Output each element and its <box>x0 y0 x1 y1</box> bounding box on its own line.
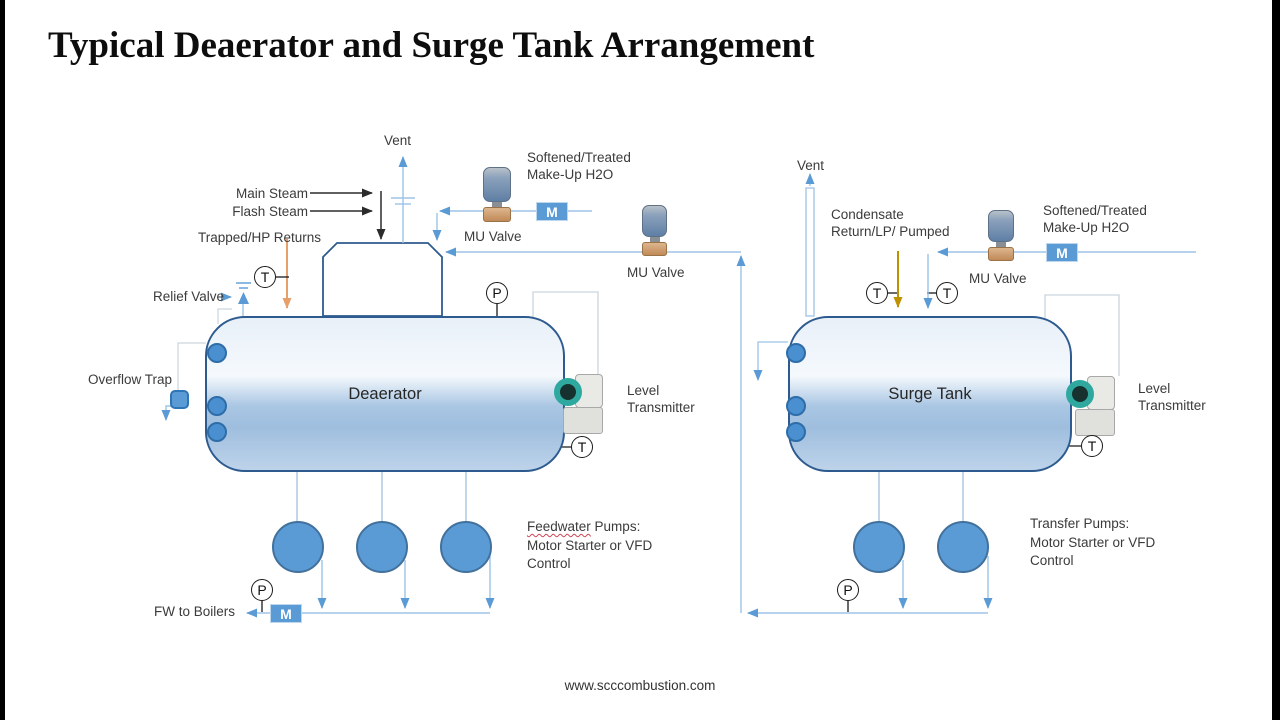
surge-mu-valve-device <box>988 210 1014 261</box>
relief-valve-label: Relief Valve <box>153 289 225 304</box>
makeup-line2: Make-Up H2O <box>1043 220 1130 235</box>
surge-level-transmitter-device <box>1066 374 1120 440</box>
transfer-pump-2 <box>937 521 989 573</box>
overflow-trap-symbol <box>170 390 189 409</box>
main-steam-label: Main Steam <box>235 186 308 201</box>
valve-stem <box>649 237 660 242</box>
transmitter-display <box>1066 380 1094 408</box>
page-title: Typical Deaerator and Surge Tank Arrange… <box>48 25 815 66</box>
steam-lines <box>310 188 386 240</box>
transfer-pressure-indicator: P <box>837 579 859 601</box>
condensate-label: Condensate Return/LP/ Pumped <box>831 206 950 240</box>
level-line2: Transmitter <box>1138 398 1206 413</box>
surge-nozzle-1 <box>786 343 806 363</box>
flash-steam-label: Flash Steam <box>232 204 308 219</box>
valve-actuator <box>988 210 1014 242</box>
overflow-trap-label: Overflow Trap <box>88 372 173 387</box>
deaerator-nozzle-2 <box>207 396 227 416</box>
surge-mu-valve-label: MU Valve <box>969 271 1027 286</box>
surge-vent-pipe <box>805 187 815 317</box>
deaerator-nozzle-1 <box>207 343 227 363</box>
makeup-line2: Make-Up H2O <box>527 167 614 182</box>
deaerator-pressure-indicator: P <box>486 282 508 304</box>
surge-mu-temp-indicator: T <box>936 282 958 304</box>
deaerator-temp-indicator: T <box>571 436 593 458</box>
surge-vent-label: Vent <box>797 158 825 173</box>
surge-tank: Surge Tank <box>788 316 1072 472</box>
valve-stem <box>996 242 1006 247</box>
right-border-bar <box>1272 0 1280 720</box>
transfer-line2: Motor Starter or VFD <box>1030 534 1156 550</box>
surge-nozzle-3 <box>786 422 806 442</box>
relief-valve-triangle <box>238 292 249 304</box>
deaerator-dome <box>322 242 443 317</box>
surge-mu-motor-box: M <box>1046 243 1078 262</box>
trapped-returns-label: Trapped/HP Returns <box>198 230 322 245</box>
surge-temp-indicator: T <box>1081 435 1103 457</box>
level-line1: Level <box>627 383 660 398</box>
feedwater-line3: Control <box>527 556 571 571</box>
level-line2: Transmitter <box>627 400 695 415</box>
valve-body <box>642 242 667 256</box>
feedwater-pump-2 <box>356 521 408 573</box>
surge-makeup-label: Softened/Treated Make-Up H2O <box>1043 202 1147 236</box>
valve-actuator <box>642 205 667 237</box>
deaerator-vent-label: Vent <box>384 133 412 148</box>
feedwater-pump-1 <box>272 521 324 573</box>
deaerator-level-transmitter-device <box>554 372 608 438</box>
feedwater-word: Feedwater <box>527 519 591 534</box>
deaerator-mu-valve-label: MU Valve <box>464 229 522 244</box>
transfer-line3: Control <box>1030 553 1074 568</box>
fw-pressure-indicator: P <box>251 579 273 601</box>
deaerator-tank: Deaerator <box>205 316 565 472</box>
deaerator-tank-label: Deaerator <box>348 384 422 403</box>
deaerator-level-label: Level Transmitter <box>627 382 695 416</box>
condensate-temp-indicator: T <box>866 282 888 304</box>
feedwater-pumps-note: Feedwater Pumps: Motor Starter or VFD Co… <box>527 518 652 574</box>
feedwater-pump-3 <box>440 521 492 573</box>
deaerator-mu-motor-box: M <box>536 202 568 221</box>
deaerator-makeup-label: Softened/Treated Make-Up H2O <box>527 149 631 183</box>
deaerator-nozzle-3 <box>207 422 227 442</box>
feedwater-line2: Motor Starter or VFD <box>527 537 653 553</box>
makeup-line1: Softened/Treated <box>527 150 631 165</box>
valve-stem <box>492 202 502 207</box>
transmitter-manifold <box>563 407 603 434</box>
deaerator-vent <box>391 156 415 243</box>
surge-level-label: Level Transmitter <box>1138 380 1206 414</box>
makeup-line1: Softened/Treated <box>1043 203 1147 218</box>
deaerator-mu-valve-device <box>483 167 511 222</box>
condensate-line2: Return/LP/ Pumped <box>831 224 950 239</box>
left-border-bar <box>0 0 5 720</box>
transfer-pumps-note: Transfer Pumps: Motor Starter or VFD Con… <box>1030 515 1155 571</box>
website-footer: www.scccombustion.com <box>564 678 716 693</box>
fw-motor-box: M <box>270 604 302 623</box>
feedwater-rest: Pumps: <box>590 519 641 534</box>
overflow-line-in <box>177 342 206 391</box>
transfer-mu-valve-device <box>642 205 667 256</box>
hp-returns-temp-indicator: T <box>254 266 276 288</box>
transfer-line1: Transfer Pumps: <box>1030 516 1130 531</box>
deaerator-level-sense <box>532 291 599 374</box>
surge-overflow-line <box>753 341 788 381</box>
level-line1: Level <box>1138 381 1171 396</box>
relief-valve-symbol <box>217 282 251 324</box>
valve-body <box>483 207 511 222</box>
valve-actuator <box>483 167 511 202</box>
transmitter-display <box>554 378 582 406</box>
surge-vent <box>805 173 815 317</box>
transfer-mu-valve-label: MU Valve <box>627 265 685 280</box>
transfer-pump-1 <box>853 521 905 573</box>
transmitter-manifold <box>1075 409 1115 436</box>
surge-nozzle-2 <box>786 396 806 416</box>
relief-sense-line <box>217 308 232 324</box>
fw-to-boilers-label: FW to Boilers <box>154 604 236 619</box>
valve-body <box>988 247 1014 261</box>
surge-tank-label: Surge Tank <box>888 384 972 403</box>
transfer-pump-piping <box>747 469 993 618</box>
surge-level-sense <box>1044 294 1120 376</box>
feedwater-line1: Feedwater Pumps: <box>527 518 652 537</box>
condensate-line1: Condensate <box>831 207 904 222</box>
